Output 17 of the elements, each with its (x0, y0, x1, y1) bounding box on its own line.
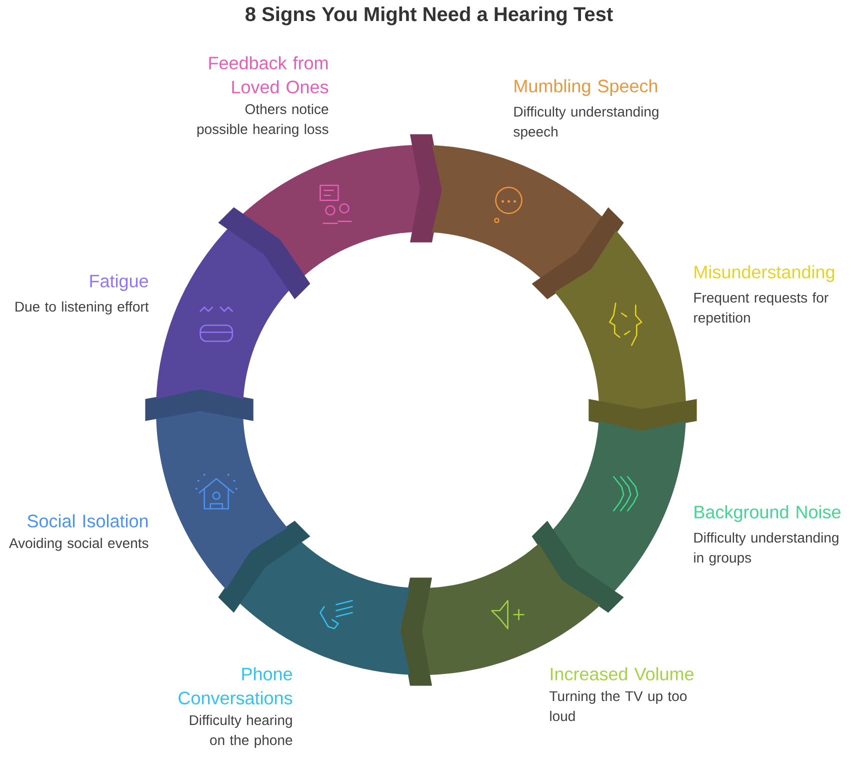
sign-title: Feedback from Loved Ones (209, 56, 328, 94)
diagram-title: 8 Signs You Might Need a Hearing Test (246, 6, 613, 26)
sign-title: Social Isolation (28, 514, 148, 528)
sign-description: Turning the TV up too loud (550, 690, 687, 722)
sign-title: Increased Volume (550, 667, 694, 680)
sign-title: Fatigue (90, 274, 148, 291)
sign-description: Frequent requests for repetition (694, 292, 828, 326)
sign-description: Difficulty understanding speech (514, 106, 658, 140)
sign-description: Others notice possible hearing loss (197, 104, 328, 137)
sign-description: Difficulty hearing on the phone (190, 714, 292, 748)
sign-title: Background Noise (694, 505, 840, 522)
sign-description: Avoiding social events (9, 538, 148, 551)
sign-title: Phone Conversations (178, 667, 292, 704)
sign-description: Due to listening effort (16, 301, 149, 314)
sign-title: Misunderstanding (694, 265, 834, 282)
sign-description: Difficulty understanding in groups (694, 532, 838, 566)
sign-title: Mumbling Speech (514, 79, 658, 96)
